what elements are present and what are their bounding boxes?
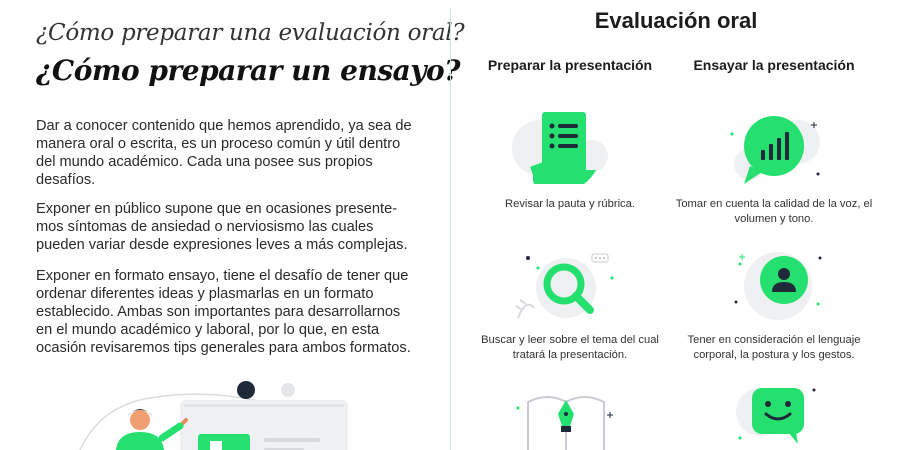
chat-smile-icon [734, 382, 824, 450]
person-presenting-illustration [79, 381, 348, 450]
oral-evaluation-panel: Evaluación oral Preparar la presentación… [452, 0, 900, 450]
intro-paragraph-3: Exponer en formato ensayo, tiene el desa… [36, 268, 411, 356]
caption-body-language: Tener en consideración el lenguaje corpo… [687, 334, 861, 361]
caption-research-topic: Buscar y leer sobre el tema del cual tra… [481, 334, 659, 361]
book-pen-icon [512, 388, 622, 450]
user-circle-icon [730, 246, 826, 331]
column-heading-prepare: Preparar la presentación [487, 57, 653, 73]
caption-review-guidelines: Revisar la pauta y rúbrica. [505, 198, 635, 210]
intro-paragraph-2: Exponer en público supone que en ocasion… [36, 201, 408, 253]
subtitle: ¿Cómo preparar una evaluación oral? [36, 20, 465, 46]
chat-bars-icon [724, 104, 824, 199]
document-list-icon [510, 104, 610, 197]
column-divider [450, 8, 451, 450]
caption-voice-quality: Tomar en cuenta la calidad de la voz, el… [675, 198, 873, 225]
magnifier-icon [512, 248, 622, 333]
page-title: ¿Cómo preparar un ensayo? [36, 54, 461, 87]
column-heading-rehearse: Ensayar la presentación [693, 57, 855, 73]
essay-intro-panel: ¿Cómo preparar una evaluación oral? ¿Cóm… [36, 20, 465, 450]
intro-paragraph-1: Dar a conocer contenido que hemos aprend… [36, 118, 412, 188]
section-title: Evaluación oral [594, 8, 758, 33]
